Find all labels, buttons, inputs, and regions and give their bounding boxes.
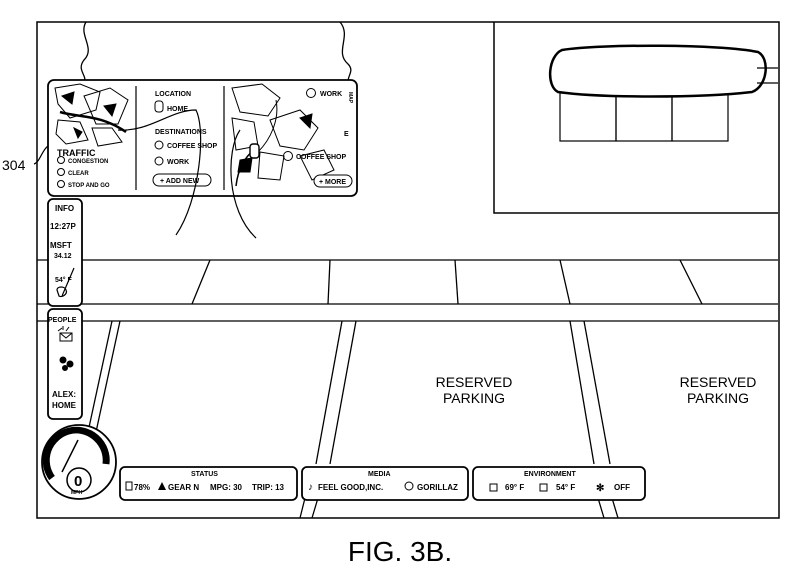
info-temperature: 54° F xyxy=(55,276,73,284)
gear-icon xyxy=(158,482,166,490)
speed-unit: MPH xyxy=(71,490,83,496)
info-title: INFO xyxy=(55,204,74,213)
map-swipe-line xyxy=(230,129,257,239)
legend-clear: CLEAR xyxy=(68,171,89,177)
environment-title: ENVIRONMENT xyxy=(524,471,576,478)
media-artist[interactable]: GORILLAZ xyxy=(417,483,458,492)
clear-icon xyxy=(57,168,65,176)
destination-coffee-shop[interactable]: COFFEE SHOP xyxy=(167,143,218,150)
legend-congestion: CONGESTION xyxy=(68,159,108,165)
parking-sign-1-line-2: PARKING xyxy=(443,390,505,406)
status-bar[interactable] xyxy=(119,466,298,501)
destination-work[interactable]: WORK xyxy=(167,159,189,166)
status-mpg: MPG: 30 xyxy=(210,483,243,492)
parking-sign-1-line-1: RESERVED xyxy=(436,374,513,390)
rearview-mirror-area xyxy=(493,22,778,214)
status-title: STATUS xyxy=(191,471,218,478)
coffee-shop-pin-icon[interactable] xyxy=(154,140,164,150)
map-side-text: MAP xyxy=(347,92,353,104)
tear-line-left xyxy=(80,21,89,83)
speed-value: 0 xyxy=(74,473,82,490)
contact-group-icon[interactable] xyxy=(59,356,74,371)
contact-mail-icon[interactable] xyxy=(57,326,73,342)
music-note-icon: ♪ xyxy=(308,482,313,493)
seat-heat-left-icon[interactable] xyxy=(489,483,498,492)
traffic-swipe-line xyxy=(117,109,202,236)
destinations-heading: DESTINATIONS xyxy=(155,129,207,136)
more-button[interactable] xyxy=(313,174,353,188)
work-map-pin-icon[interactable] xyxy=(306,88,316,98)
reference-number: 304 xyxy=(2,157,26,173)
info-panel[interactable] xyxy=(47,198,83,307)
seat-heat-right-icon[interactable] xyxy=(539,483,548,492)
home-pin-icon[interactable] xyxy=(154,100,164,113)
fan-icon[interactable]: ✻ xyxy=(596,483,604,494)
map-work-label[interactable]: WORK xyxy=(320,91,342,98)
media-bar[interactable] xyxy=(301,466,469,501)
tear-line-right xyxy=(339,21,352,85)
navigation-panel[interactable] xyxy=(47,79,358,197)
environment-bar[interactable] xyxy=(472,466,646,501)
stop-and-go-icon xyxy=(57,180,65,188)
location-heading: LOCATION xyxy=(155,91,191,98)
people-panel[interactable] xyxy=(47,308,83,420)
add-new-label: + ADD NEW xyxy=(160,178,200,185)
weather-icon xyxy=(56,267,75,298)
people-title: PEOPLE xyxy=(48,317,77,324)
map-coffee-label[interactable]: COFFEE SHOP xyxy=(296,154,347,161)
speedometer xyxy=(41,424,117,500)
status-trip: TRIP: 13 xyxy=(252,483,285,492)
parking-lot xyxy=(37,259,778,519)
home-label[interactable]: HOME xyxy=(167,106,188,113)
info-stock-price: 34.12 xyxy=(54,253,72,260)
env-temp-right[interactable]: 54° F xyxy=(556,483,575,492)
add-new-button[interactable] xyxy=(152,173,212,187)
info-stock-symbol: MSFT xyxy=(50,241,72,250)
media-track[interactable]: FEEL GOOD,INC. xyxy=(318,483,383,492)
parking-sign-2-line-1: RESERVED xyxy=(680,374,757,390)
contact-line-1[interactable]: ALEX: xyxy=(52,390,76,399)
status-gear: GEAR N xyxy=(168,483,199,492)
traffic-title: TRAFFIC xyxy=(57,148,96,158)
outer-frame xyxy=(36,21,780,519)
more-label: + MORE xyxy=(319,179,346,186)
env-temp-left[interactable]: 69° F xyxy=(505,483,524,492)
parking-sign-2-line-2: PARKING xyxy=(687,390,749,406)
car-icon xyxy=(249,143,260,159)
contact-line-2[interactable]: HOME xyxy=(52,401,77,410)
figure-caption: FIG. 3B. xyxy=(347,536,453,567)
traffic-map[interactable] xyxy=(54,83,129,147)
info-time: 12:27P xyxy=(50,222,76,231)
status-fuel: 78% xyxy=(134,483,150,492)
fuel-icon xyxy=(125,481,133,491)
work-pin-icon[interactable] xyxy=(154,156,164,166)
artist-icon xyxy=(404,481,414,491)
congestion-icon xyxy=(57,156,65,164)
media-title: MEDIA xyxy=(368,471,391,478)
coffee-map-pin-icon[interactable] xyxy=(283,151,293,161)
env-fan[interactable]: OFF xyxy=(614,483,630,492)
compass-e: E xyxy=(344,131,349,138)
legend-stop-and-go: STOP AND GO xyxy=(68,183,110,189)
reference-leader xyxy=(33,145,49,165)
